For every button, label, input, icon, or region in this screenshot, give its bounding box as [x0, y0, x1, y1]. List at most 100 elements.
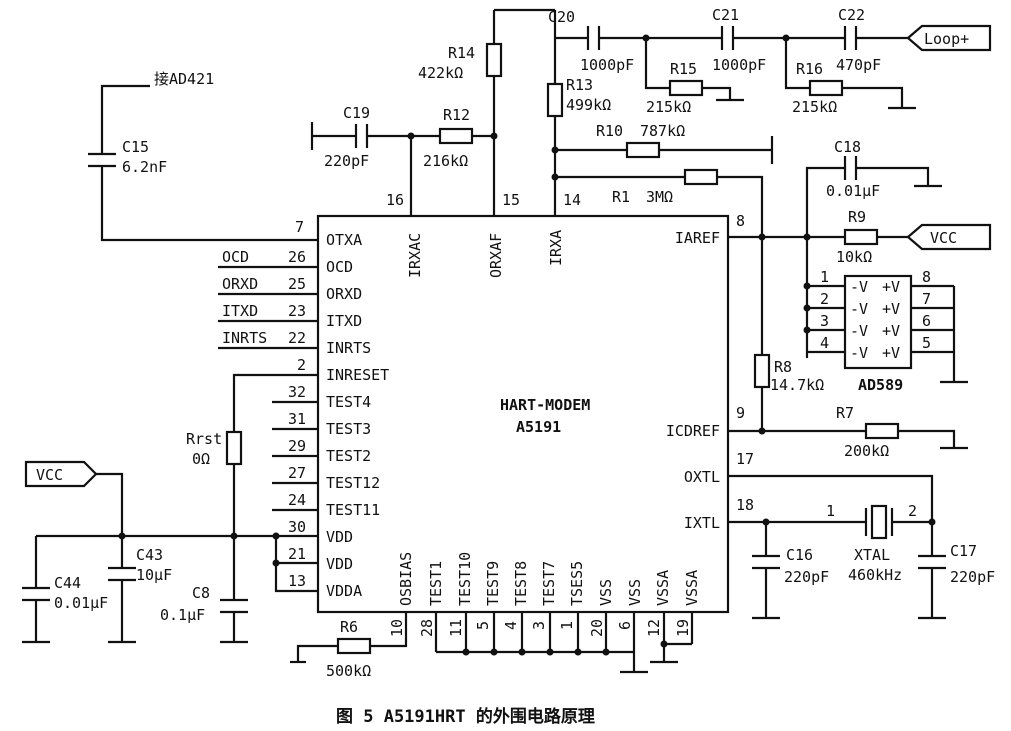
xtal-value: 460kHz — [848, 566, 902, 584]
pin-name: VSS — [597, 579, 615, 606]
pin-name: VSSA — [683, 570, 701, 606]
top-pin-numbers: 16 15 14 — [386, 191, 581, 209]
c16-value: 220pF — [784, 568, 829, 586]
pin-number: 17 — [736, 450, 754, 468]
pin-name: TEST9 — [484, 561, 502, 606]
pin-name: VDD — [326, 528, 353, 546]
pin-name: TEST1 — [427, 561, 445, 606]
r16-ref: R16 — [796, 60, 823, 78]
ad589-row-plus: +V — [882, 344, 900, 362]
pin-name: ITXD — [326, 312, 362, 330]
pin-number: 8 — [736, 212, 745, 230]
c17-value: 220pF — [950, 568, 995, 586]
ad589-pin: 7 — [922, 290, 931, 308]
pin-name: VSSA — [654, 570, 672, 606]
input-filter-network: Loop+ C20 1000pF R13 499kΩ R15 215kΩ C21… — [546, 6, 992, 216]
pin-name: IXTL — [684, 514, 720, 532]
c44-value: 0.01μF — [54, 594, 108, 612]
pin-number: 3 — [530, 621, 548, 630]
ad589-row-plus: +V — [882, 322, 900, 340]
pin-number: 27 — [288, 464, 306, 482]
r10-ref: R10 — [596, 122, 623, 140]
r9-value: 10kΩ — [836, 248, 872, 266]
c16-ref: C16 — [786, 546, 813, 564]
power-network: VCC C44 0.01μF C43 10μF C8 0.1μF Rrst 0Ω — [22, 373, 318, 644]
r15-value: 215kΩ — [646, 98, 691, 116]
ad589-pin: 3 — [820, 312, 829, 330]
c22-ref: C22 — [838, 6, 865, 24]
pin-name: TEST12 — [326, 474, 380, 492]
pin-name: OXTL — [684, 468, 720, 486]
vcc-left-label: VCC — [36, 466, 63, 484]
c20-value: 1000pF — [580, 56, 634, 74]
pin-name: OTXA — [326, 231, 362, 249]
c17-ref: C17 — [950, 542, 977, 560]
pin-number: 13 — [288, 572, 306, 590]
right-pin-numbers: 8 9 17 18 — [736, 212, 754, 514]
pin-name: TEST2 — [326, 447, 371, 465]
rrst-ref: Rrst — [186, 430, 222, 448]
pin-name: TEST3 — [326, 420, 371, 438]
r13-value: 499kΩ — [566, 96, 611, 114]
ad589-row-plus: +V — [882, 278, 900, 296]
pin-number: 30 — [288, 518, 306, 536]
pin-number: 26 — [288, 248, 306, 266]
r14-value: 422kΩ — [418, 64, 463, 82]
chip-name: HART-MODEM — [500, 396, 590, 414]
pin-number: 2 — [297, 356, 306, 374]
ad589-row-minus: -V — [850, 278, 868, 296]
pin-name-irxa: IRXA — [547, 230, 565, 266]
r9-ref: R9 — [848, 208, 866, 226]
pin-name: IAREF — [675, 229, 720, 247]
pin-number: 31 — [288, 410, 306, 428]
top-pin-names: IRXAC ORXAF IRXA — [406, 230, 565, 278]
chip-part: A5191 — [516, 418, 561, 436]
pin-number: 7 — [295, 218, 304, 236]
ad589-pin: 8 — [922, 268, 931, 286]
r7-value: 200kΩ — [844, 442, 889, 460]
pin-name: INRESET — [326, 366, 389, 384]
ad589-pin: 6 — [922, 312, 931, 330]
ad589-row-plus: +V — [882, 300, 900, 318]
pin-number: 32 — [288, 383, 306, 401]
loop-plus-terminal — [906, 24, 992, 52]
pin-number: 10 — [388, 619, 406, 637]
r13-ref: R13 — [566, 76, 593, 94]
ad589-name: AD589 — [858, 376, 903, 394]
pin-name: TSES5 — [568, 561, 586, 606]
loop-plus-label: Loop+ — [924, 30, 969, 48]
rrst-value: 0Ω — [192, 450, 210, 468]
pin-name: VDD — [326, 555, 353, 573]
reference-network: VCC R9 10kΩ C18 0.01μF 1 2 3 4 8 7 6 5 -… — [728, 138, 992, 460]
vcc-right-terminal — [906, 223, 992, 251]
c43-value: 10μF — [136, 566, 172, 584]
c44-ref: C44 — [54, 574, 81, 592]
right-pin-names: IAREF ICDREF OXTL IXTL — [666, 229, 720, 532]
c15-ref: C15 — [122, 138, 149, 156]
c21-value: 1000pF — [712, 56, 766, 74]
bottom-network: R6 500kΩ — [290, 612, 694, 680]
crystal-network: 1 2 XTAL 460kHz C16 220pF C17 220pF — [728, 474, 995, 620]
r16-value: 215kΩ — [792, 98, 837, 116]
pin-number: 22 — [288, 329, 306, 347]
pin-name: TEST11 — [326, 501, 380, 519]
net-label-orxd: ORXD — [222, 275, 258, 293]
r12-ref: R12 — [443, 106, 470, 124]
r10-r1-network: R10 787kΩ R1 3MΩ — [551, 122, 774, 237]
r7-ref: R7 — [836, 404, 854, 422]
pin-name: ORXD — [326, 285, 362, 303]
pin-number: 29 — [288, 437, 306, 455]
pin-number: 12 — [645, 619, 663, 637]
xtal-pin1: 1 — [826, 502, 835, 520]
pin-name: TEST10 — [456, 552, 474, 606]
r10-value: 787kΩ — [640, 122, 685, 140]
r6-ref: R6 — [340, 618, 358, 636]
pin-number: 15 — [502, 191, 520, 209]
c20-ref: C20 — [548, 8, 575, 26]
c15-value: 6.2nF — [122, 158, 167, 176]
c19-r12-network: C19 220pF R12 216kΩ R14 422kΩ — [310, 8, 555, 216]
left-net-labels: OCD ORXD ITXD INRTS — [222, 248, 267, 347]
bottom-pin-names: OSBIAS TEST1 TEST10 TEST9 TEST8 TEST7 TS… — [397, 552, 701, 606]
c18-value: 0.01μF — [826, 182, 880, 200]
